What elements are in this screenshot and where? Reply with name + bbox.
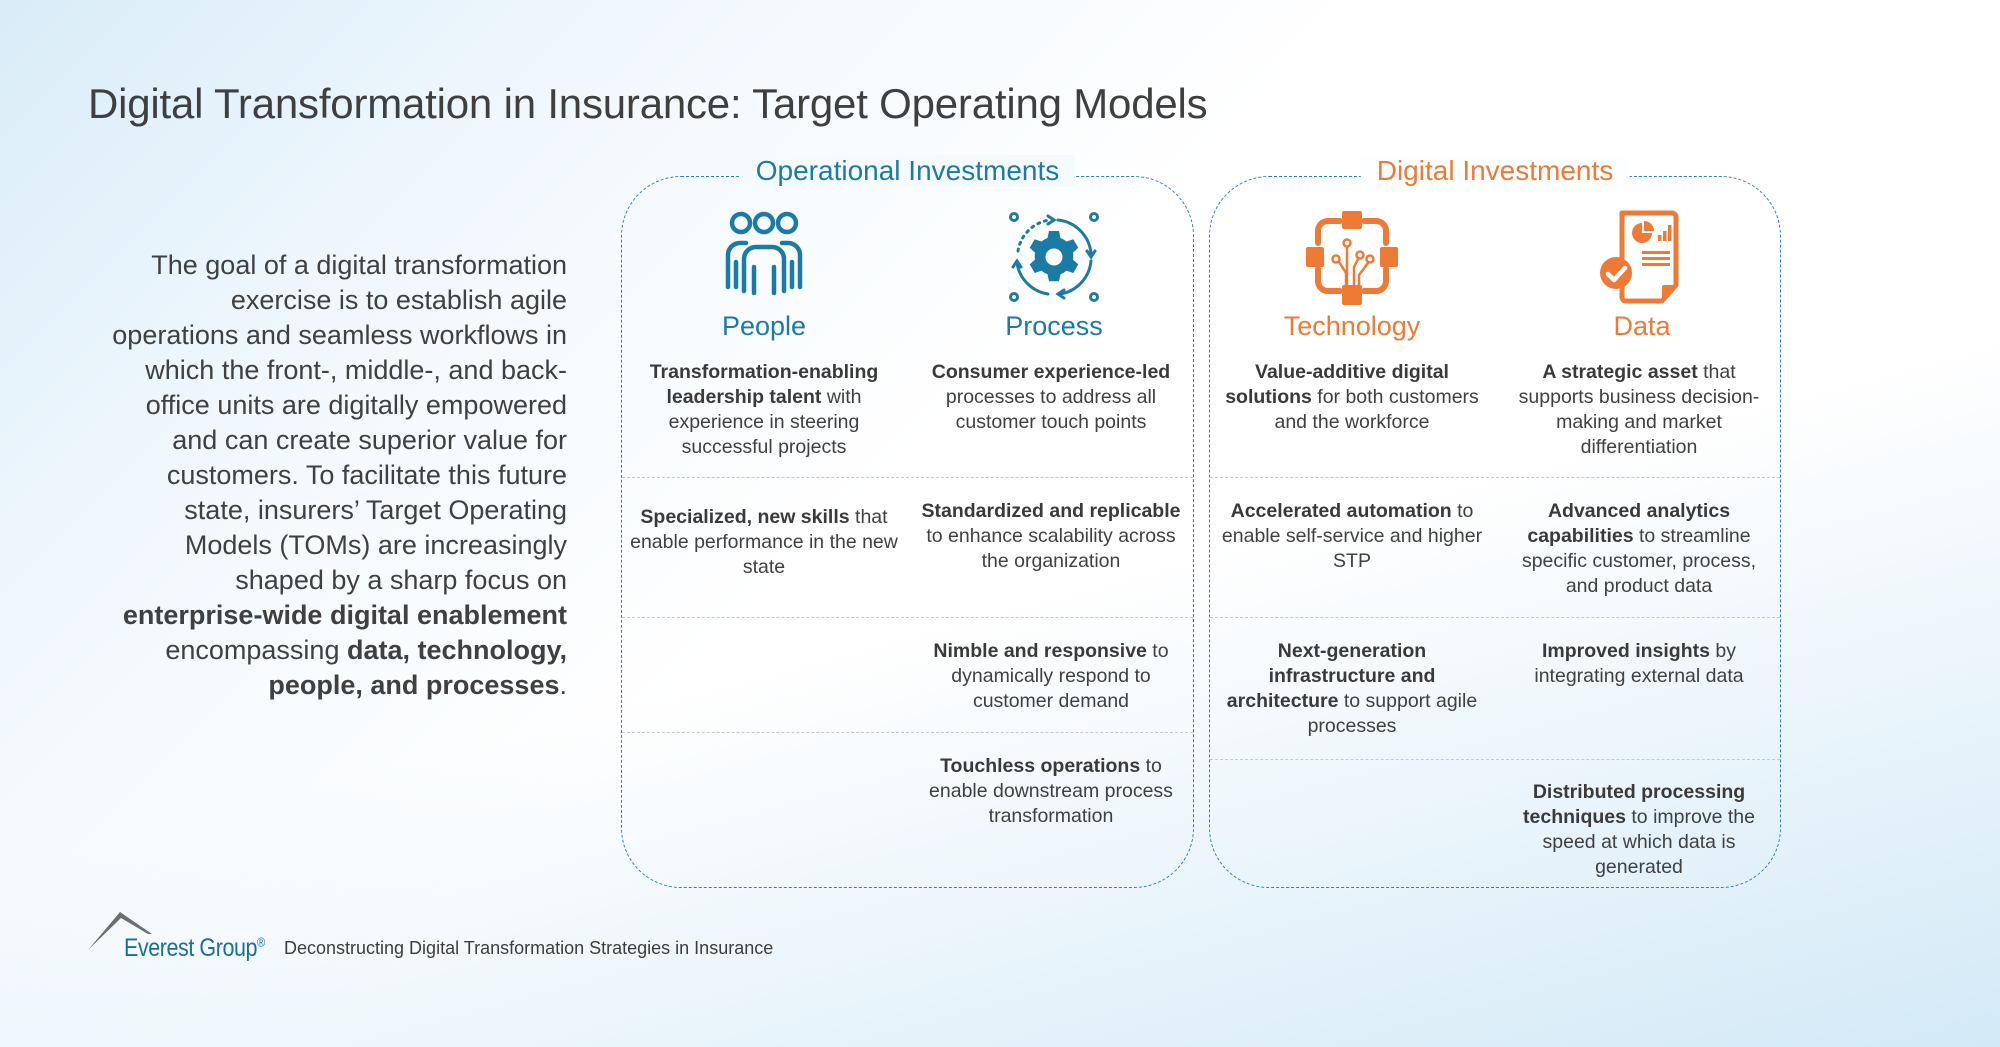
process-item: Nimble and responsive to dynamically res… [916,639,1186,714]
digital-investments-title: Digital Investments [1360,155,1630,187]
intro-bold-pillars: data, technology, people, and processes [268,635,567,700]
data-label: Data [1613,311,1671,341]
item-text: to support agile processes [1307,690,1478,737]
report-document-check-icon [1600,210,1679,304]
item-bold: Transformation-enabling leadership talen… [649,361,879,408]
row-divider [1210,477,1780,478]
process-item: Consumer experience-led processes to add… [916,360,1186,435]
item-bold: Value-additive digital solutions [1225,361,1449,408]
technology-item: Value-additive digital solutions for bot… [1217,360,1487,435]
technology-column-header: Technology [1222,207,1482,342]
item-bold: Specialized, new skills [640,506,850,528]
item-bold: Accelerated automation [1230,500,1452,522]
item-text: that supports business decision-making a… [1518,361,1760,458]
technology-label: Technology [1283,311,1421,341]
digital-investments-panel: Digital Investments [1209,155,1781,888]
item-text: to dynamically respond to customer deman… [951,640,1169,712]
people-item: Transformation-enabling leadership talen… [629,360,899,460]
footer-caption: Deconstructing Digital Transformation St… [284,938,774,958]
process-item: Standardized and replicable to enhance s… [916,499,1186,574]
people-group-icon [725,211,803,296]
data-item: Advanced analytics capabilities to strea… [1504,499,1774,599]
item-text: that enable performance in the new state [630,506,898,578]
people-column-header: People [634,207,894,342]
page-title: Digital Transformation in Insurance: Tar… [88,80,1208,127]
process-label: Process [1005,311,1103,341]
item-bold: Distributed processing techniques [1523,781,1746,828]
item-text: to streamline specific customer, process… [1521,525,1757,597]
item-text: to enable self-service and higher STP [1221,500,1483,572]
people-item: Specialized, new skills that enable perf… [629,505,899,580]
item-bold: Touchless operations [940,755,1141,777]
technology-item: Next-generation infrastructure and archi… [1217,639,1487,739]
row-divider [1210,617,1780,618]
data-item: Improved insights by integrating externa… [1504,639,1774,689]
process-column-header: Process [924,207,1184,342]
item-bold: Improved insights [1542,640,1710,662]
row-divider [1210,759,1780,760]
brand-name: Everest Group [124,934,258,962]
item-text: by integrating external data [1534,640,1744,687]
data-item: Distributed processing techniques to imp… [1504,780,1774,880]
intro-paragraph: The goal of a digital transformation exe… [100,248,567,703]
row-divider [622,617,1193,618]
people-label: People [721,311,807,341]
row-divider [622,732,1193,733]
item-text: for both customers and the workforce [1274,386,1479,433]
everest-group-logo: Everest Group® [124,934,265,963]
item-text: processes to address all customer touch … [945,386,1157,433]
item-bold: Standardized and replicable [921,500,1181,522]
row-divider [622,477,1193,478]
data-column-header: Data [1512,207,1772,342]
item-bold: Consumer experience-led [931,361,1171,383]
intro-text: encompassing [165,635,347,665]
technology-item: Accelerated automation to enable self-se… [1217,499,1487,574]
process-item: Touchless operations to enable downstrea… [916,754,1186,829]
operational-investments-title: Operational Investments [739,155,1076,187]
intro-text: . [559,670,567,700]
intro-bold-enablement: enterprise-wide digital enablement [122,600,567,630]
item-text: to enable downstream process transformat… [929,755,1173,827]
intro-text: The goal of a digital transformation exe… [112,250,567,595]
item-bold: Next-generation infrastructure and archi… [1226,640,1436,712]
item-bold: A strategic asset [1542,361,1698,383]
item-text: to improve the speed at which data is ge… [1542,806,1755,878]
operational-investments-panel: Operational Investments People [621,155,1194,888]
item-bold: Nimble and responsive [933,640,1147,662]
item-text: with experience in steering successful p… [668,386,862,458]
footer: Everest Group® Deconstructing Digital Tr… [88,908,848,968]
gear-cycle-icon [1009,212,1099,302]
circuit-chip-icon [1306,211,1398,305]
item-bold: Advanced analytics capabilities [1527,500,1731,547]
data-item: A strategic asset that supports business… [1504,360,1774,460]
item-text: to enhance scalability across the organi… [926,525,1176,572]
registered-mark: ® [257,934,265,950]
